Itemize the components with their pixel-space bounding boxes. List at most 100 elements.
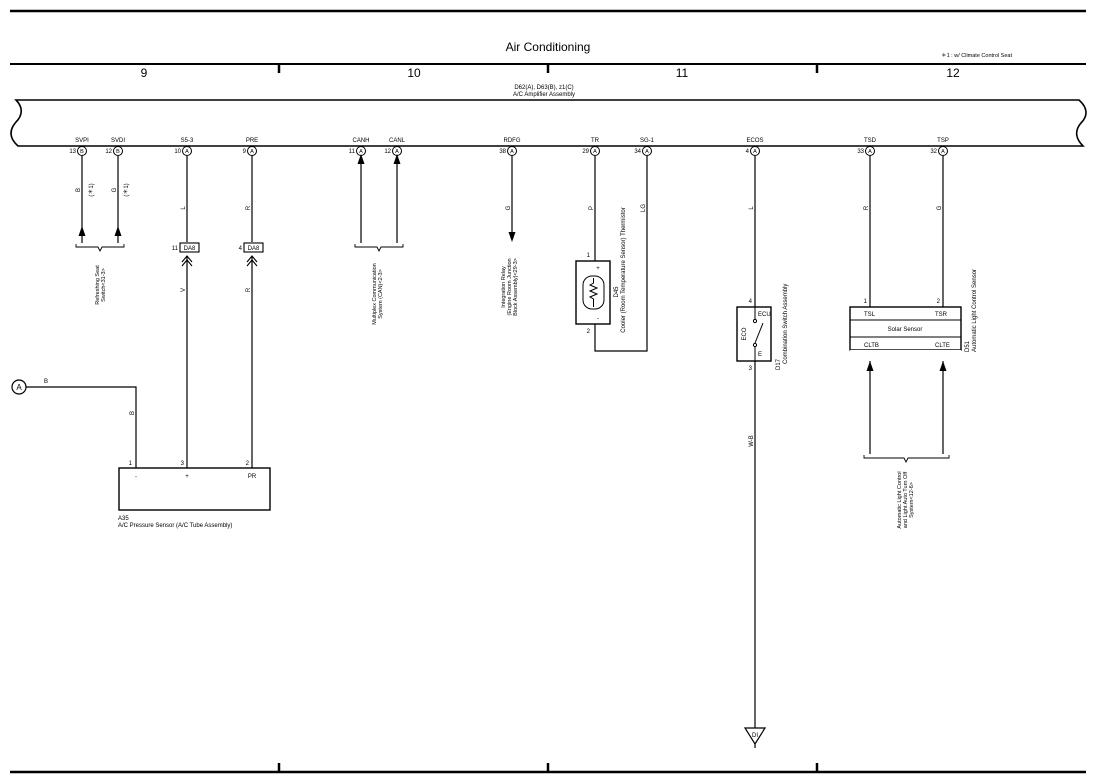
- column-number: 9: [141, 66, 148, 80]
- connector-label: A: [16, 383, 22, 392]
- pin-connector-circle: [750, 146, 760, 156]
- reference-light-line: and Light Auto Turn Off: [903, 471, 909, 528]
- pin-name: SG-1: [640, 138, 655, 144]
- pin-number: 9: [243, 149, 247, 155]
- amplifier-pin: S5-310 A: [174, 138, 194, 156]
- wire-note: (＊1): [88, 183, 95, 196]
- pin-connector-letter: A: [593, 149, 597, 155]
- terminal-label: CLTB: [864, 343, 879, 349]
- pin-number: 3: [749, 366, 753, 372]
- wire-color: R: [246, 205, 252, 210]
- reference-light-line: Automatic Light Control: [897, 471, 903, 528]
- pin-name: PRE: [246, 138, 258, 144]
- component-name: Automatic Light Control Sensor: [972, 269, 978, 352]
- wire-color: V: [181, 288, 187, 292]
- pin-number: 33: [857, 149, 864, 155]
- pin-number: 2: [246, 461, 250, 467]
- pin-name: SVPI: [75, 138, 89, 144]
- component-name: A/C Pressure Sensor (A/C Tube Assembly): [118, 523, 232, 529]
- pin-connector-letter: B: [80, 149, 84, 155]
- pin-number: 34: [634, 149, 641, 155]
- switch-label: ECO: [742, 327, 748, 340]
- pressure-sensor-a35: 1 3 2 - + PR A35 A/C Pressure Sensor (A/…: [118, 461, 271, 529]
- sensor-label: Solar Sensor: [888, 327, 923, 333]
- reference-light-line: System<12-6>: [909, 482, 915, 518]
- pin-connector-letter: A: [753, 149, 757, 155]
- wire-color: W-B: [749, 435, 755, 447]
- pin-connector-letter: A: [185, 149, 189, 155]
- reference-relay-line: (Engine Room Junction: [507, 258, 513, 315]
- wire-color-labels: B (＊1) G (＊1) L R V R G P LG L R G W-B B…: [44, 183, 943, 446]
- pin-connector-circle: [642, 146, 652, 156]
- junction-name: DA8: [184, 246, 196, 252]
- pin-number: 1: [587, 253, 591, 259]
- diagram-title: Air Conditioning: [506, 40, 591, 54]
- component-code: D51: [965, 340, 971, 352]
- terminal-label: CLTE: [935, 343, 950, 349]
- terminal-label: TSL: [864, 312, 876, 318]
- column-number: 11: [676, 66, 689, 80]
- pin-number: 10: [174, 149, 181, 155]
- combination-switch-d17: 4 3 ECU E ECO D17 Combination Switch Ass…: [736, 284, 789, 372]
- solar-sensor-d51: 1 2 6 3 TSL TSR Solar Sensor CLTB CLTE D…: [849, 269, 978, 362]
- junction-pin: 4: [239, 246, 243, 252]
- terminal-label: E: [758, 352, 762, 358]
- footnote: ＊1 : w/ Climate Control Seat: [941, 52, 1012, 59]
- wire-color: P: [589, 206, 595, 210]
- reference-seat-line: Refreshing Seat: [95, 265, 101, 305]
- pin-connector-letter: B: [116, 149, 120, 155]
- wires: [26, 156, 944, 728]
- ground-di: DI: [743, 727, 767, 748]
- pin-name: S5-3: [181, 138, 194, 144]
- column-number: 12: [946, 66, 960, 80]
- pin-connector-letter: A: [395, 149, 399, 155]
- amplifier-name: A/C Amplifier Assembly: [513, 92, 575, 98]
- pin-number: 38: [499, 149, 506, 155]
- wire-color: G: [506, 205, 512, 210]
- pin-name: TSP: [937, 138, 949, 144]
- pin-connector-circle: [113, 146, 123, 156]
- terminal-label: +: [185, 474, 189, 480]
- ground-label: DI: [752, 733, 758, 739]
- pin-connector-circle: [938, 146, 948, 156]
- junction-pin: 11: [172, 246, 179, 252]
- pin-number: 3: [181, 461, 185, 467]
- pin-number: 2: [587, 329, 591, 335]
- pin-connector-circle: [247, 146, 257, 156]
- polarity: +: [596, 266, 600, 272]
- pin-number: 13: [69, 149, 76, 155]
- component-code: D17: [776, 358, 782, 370]
- pin-connector-circle: [77, 146, 87, 156]
- thermistor-d45: 1 2 + - D45 Cooler (Room Temperature Sen…: [575, 207, 627, 335]
- reference-relay-line: Block Assembly)<29-3>: [513, 258, 519, 316]
- wire-color: B: [44, 379, 48, 385]
- terminal-label: ECU: [758, 312, 771, 318]
- wire-color: L: [181, 206, 187, 210]
- pin-connector-letter: A: [868, 149, 872, 155]
- pin-name: CANH: [352, 138, 369, 144]
- wire-color: G: [937, 205, 943, 210]
- wire-note: (＊1): [123, 183, 130, 196]
- pin-connector-circle: [865, 146, 875, 156]
- pin-connector-letter: A: [250, 149, 254, 155]
- polarity: -: [597, 316, 599, 322]
- terminal-label: -: [135, 474, 137, 480]
- pin-connector-letter: A: [510, 149, 514, 155]
- connector-a: A: [11, 379, 27, 395]
- pin-number: 4: [749, 299, 753, 305]
- wire-color: B: [130, 411, 136, 415]
- pin-number: 2: [937, 299, 941, 305]
- reference-labels: Refreshing Seat Switch<31-3> Multiplex C…: [95, 258, 915, 528]
- amplifier-pin: SVPI 13 B: [69, 138, 89, 156]
- column-number: 10: [407, 66, 421, 80]
- junction-connector-da8: 4 DA8: [239, 242, 264, 267]
